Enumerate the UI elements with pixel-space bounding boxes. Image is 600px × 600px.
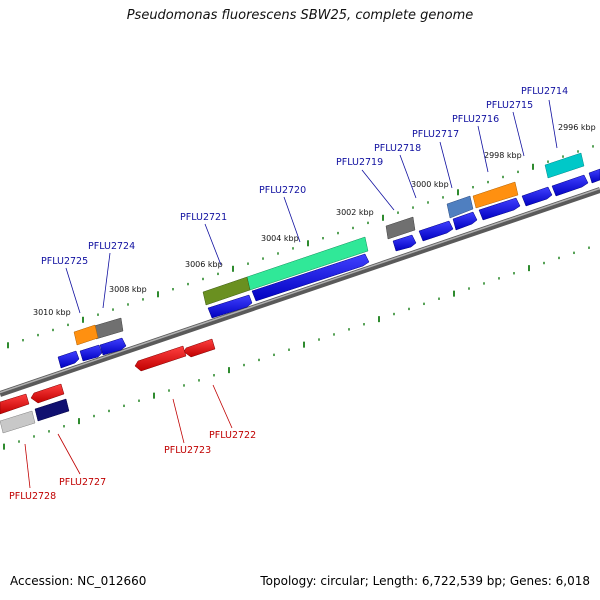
feature-gray-2719[interactable] (385, 216, 416, 240)
feature-cyan[interactable] (544, 152, 585, 179)
gene-arrow-2714b[interactable] (588, 168, 600, 184)
label-leaders (24, 99, 558, 489)
feature-navy-2727[interactable] (34, 398, 70, 422)
gene-arrow-2715[interactable] (521, 186, 553, 207)
forward-genes (57, 168, 600, 369)
gene-label-PFLU2716[interactable]: PFLU2716 (452, 114, 499, 125)
scale-label-3000: 3000 kbp (411, 180, 449, 189)
gene-arrow-2719[interactable] (392, 234, 417, 252)
feature-track-upper (73, 152, 585, 346)
feature-orange-2716[interactable] (472, 181, 519, 209)
feature-steelblue[interactable] (446, 195, 474, 219)
accession-text: Accession: NC_012660 (10, 574, 147, 588)
gene-arrow-2722[interactable] (183, 338, 216, 358)
feature-olive-2721[interactable] (202, 276, 251, 306)
gene-label-PFLU2723[interactable]: PFLU2723 (164, 445, 211, 456)
gene-arrow-2728[interactable] (0, 393, 30, 415)
gene-label-PFLU2715[interactable]: PFLU2715 (486, 100, 533, 111)
gene-arrow-2725[interactable] (57, 350, 80, 369)
feature-orange-2725[interactable] (73, 324, 99, 346)
gene-label-PFLU2722[interactable]: PFLU2722 (209, 430, 256, 441)
gene-label-PFLU2714[interactable]: PFLU2714 (521, 86, 568, 97)
gene-arrow-2716[interactable] (478, 197, 521, 221)
reverse-gene-labels: PFLU2722 PFLU2723 PFLU2727 PFLU2728 (9, 430, 256, 502)
feature-gray-2724[interactable] (93, 317, 124, 340)
scale-label-2998: 2998 kbp (484, 151, 522, 160)
ruler-ticks (3, 145, 594, 450)
gene-arrow-2724b[interactable] (79, 344, 103, 362)
gene-label-PFLU2728[interactable]: PFLU2728 (9, 491, 56, 502)
gene-label-PFLU2719[interactable]: PFLU2719 (336, 157, 383, 168)
gene-arrow-2723[interactable] (134, 345, 187, 372)
forward-gene-labels: PFLU2714 PFLU2715 PFLU2716 PFLU2717 PFLU… (41, 86, 568, 267)
feature-track-lower (0, 398, 70, 434)
feature-silver-2728[interactable] (0, 410, 36, 434)
gene-label-PFLU2718[interactable]: PFLU2718 (374, 143, 421, 154)
scale-label-3006: 3006 kbp (185, 260, 223, 269)
gene-label-PFLU2725[interactable]: PFLU2725 (41, 256, 88, 267)
scale-labels: 2996 kbp 2998 kbp 3000 kbp 3002 kbp 3004… (33, 123, 596, 317)
gene-label-PFLU2724[interactable]: PFLU2724 (88, 241, 135, 252)
gene-arrow-2720[interactable] (251, 253, 370, 302)
scale-label-2996: 2996 kbp (558, 123, 596, 132)
gene-arrow-2724[interactable] (99, 337, 127, 356)
reverse-genes (0, 338, 216, 415)
gene-label-PFLU2721[interactable]: PFLU2721 (180, 212, 227, 223)
gene-arrow-2714[interactable] (551, 174, 589, 197)
gene-arrow-2727[interactable] (30, 383, 65, 404)
genome-title: Pseudomonas fluorescens SBW25, complete … (126, 8, 474, 23)
gene-label-PFLU2720[interactable]: PFLU2720 (259, 185, 306, 196)
gene-arrow-2718[interactable] (418, 220, 454, 242)
genome-backbone (0, 187, 600, 397)
genome-backbone-highlight (0, 187, 600, 394)
scale-label-3008: 3008 kbp (109, 285, 147, 294)
topology-stats: Topology: circular; Length: 6,722,539 bp… (260, 574, 590, 588)
gene-label-PFLU2717[interactable]: PFLU2717 (412, 129, 459, 140)
gene-label-PFLU2727[interactable]: PFLU2727 (59, 477, 106, 488)
gene-arrow-2717[interactable] (452, 211, 478, 231)
scale-label-3010: 3010 kbp (33, 308, 71, 317)
gene-arrow-2721[interactable] (207, 294, 253, 319)
scale-label-3004: 3004 kbp (261, 234, 299, 243)
scale-label-3002: 3002 kbp (336, 208, 374, 217)
